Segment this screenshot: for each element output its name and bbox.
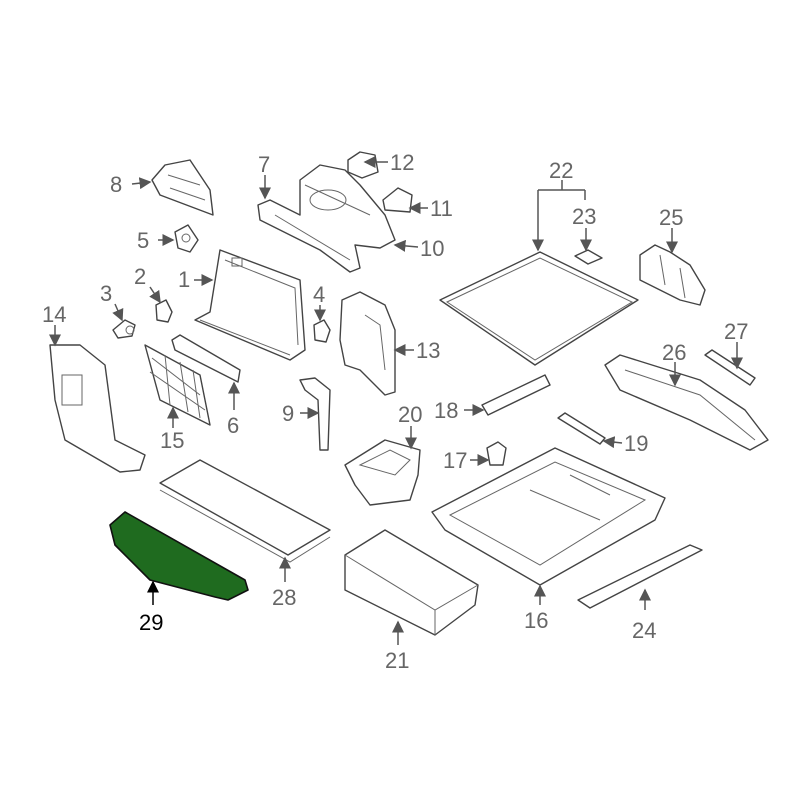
part-21-storage-box[interactable] [344,529,479,636]
callout-26: 26 [662,340,686,365]
callout-2: 2 [134,264,146,289]
callout-27: 27 [724,319,748,344]
part-19-clip[interactable] [557,412,606,445]
callout-18: 18 [434,398,458,423]
callout-23: 23 [572,204,596,229]
callout-labels: 8 12 7 11 5 10 22 23 25 2 1 3 4 14 27 13… [42,150,748,673]
callout-5: 5 [137,228,149,253]
part-23-clip[interactable] [574,249,603,265]
callout-16: 16 [524,608,548,633]
callout-8: 8 [110,172,122,197]
part-13-quarter-trim[interactable] [339,291,396,396]
callout-11: 11 [430,196,453,221]
callout-17: 17 [443,448,467,473]
part-29-tonneau-cover[interactable] [109,511,249,601]
callout-14: 14 [42,302,66,327]
part-16-spare-tire-tub[interactable] [431,447,666,586]
part-27-strip[interactable] [704,349,756,386]
callout-15: 15 [160,428,184,453]
part-24-bracket[interactable] [577,544,703,609]
part-6-sill[interactable] [171,334,241,383]
callout-29: 29 [139,610,163,635]
part-12-cover[interactable] [347,151,379,179]
part-25-bracket[interactable] [639,244,706,306]
callout-19: 19 [624,431,648,456]
callout-6: 6 [227,413,239,438]
callout-12: 12 [390,150,414,175]
part-20-storage-bin[interactable] [344,439,421,506]
callout-24: 24 [632,618,656,643]
part-18-bracket[interactable] [481,374,551,416]
part-26-sill-trim[interactable] [604,354,769,451]
callout-13: 13 [416,338,440,363]
part-11-bracket[interactable] [382,187,413,213]
callout-28: 28 [272,585,296,610]
part-4-clip[interactable] [313,319,331,343]
callout-3: 3 [100,281,112,306]
part-5-bracket[interactable] [174,224,199,253]
part-8-trim-panel[interactable] [151,159,214,216]
leader-lines [49,156,743,645]
part-1-rear-panel[interactable] [194,249,306,361]
callout-25: 25 [659,205,683,230]
part-3-plug[interactable] [112,319,136,339]
part-15-cargo-net[interactable] [144,344,211,426]
part-7-10-trim-assembly[interactable] [257,164,396,273]
part-2-clip[interactable] [155,299,173,323]
part-22-floor-mat[interactable] [439,251,639,366]
callout-7: 7 [258,152,270,177]
part-17-clip[interactable] [486,441,507,466]
part-14-side-trim[interactable] [49,344,146,473]
callout-9: 9 [282,401,294,426]
part-9-pillar-trim[interactable] [299,377,331,451]
callout-4: 4 [313,282,325,307]
callout-20: 20 [398,402,422,427]
callout-21: 21 [385,648,409,673]
callout-10: 10 [420,236,444,261]
callout-1: 1 [178,267,190,292]
callout-22: 22 [549,158,573,183]
